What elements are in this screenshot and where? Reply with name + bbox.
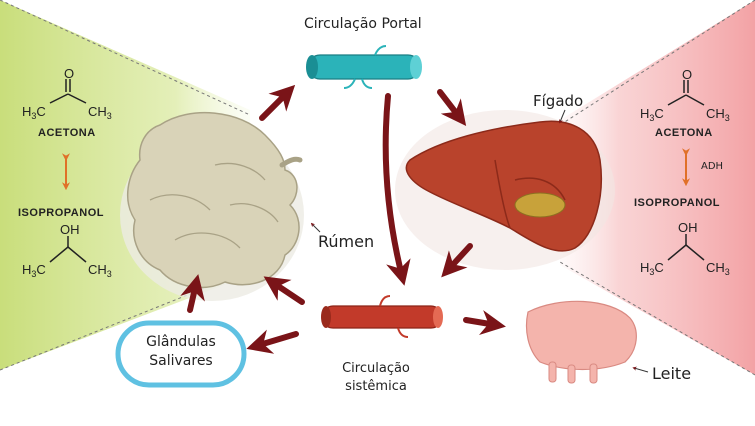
- right-acetone-ch3: CH3: [706, 106, 730, 123]
- milk-label: Leite: [652, 364, 692, 383]
- rumen-pointer: [310, 222, 321, 233]
- liver-organ: [395, 110, 615, 270]
- adh-enzyme-label: ADH: [701, 161, 724, 172]
- right-isopropanol-h3c: H3C: [640, 260, 664, 277]
- arrow-liver-to-systemic: [441, 243, 473, 278]
- arrow-portal-to-liver: [437, 89, 467, 126]
- udder-organ: [525, 300, 637, 384]
- milk-pointer: [632, 366, 649, 373]
- salivary-glands-line1: Glândulas: [146, 334, 216, 350]
- left-acetone-h3c: H3C: [22, 104, 46, 121]
- portal-vein: [306, 45, 422, 89]
- liver-pointer: [559, 109, 566, 124]
- arrow-rumen-to-portal: [259, 84, 296, 121]
- right-acetone-h3c: H3C: [640, 106, 664, 123]
- right-isopropanol-label: ISOPROPANOL: [634, 197, 720, 209]
- liver-label: Fígado: [533, 92, 584, 110]
- left-acetone-label: ACETONA: [38, 127, 96, 139]
- portal-circulation-label: Circulação Portal: [304, 16, 422, 32]
- left-isopropanol-oh: OH: [60, 222, 80, 237]
- arrow-systemic-to-rumen: [263, 276, 305, 305]
- systemic-circulation-line1: Circulação: [342, 361, 410, 376]
- rumen-organ: [120, 111, 304, 301]
- left-isopropanol-structure: OH H3C CH3: [22, 222, 112, 279]
- salivary-glands-box: [115, 320, 247, 388]
- right-wash-edge-bottom: [559, 261, 755, 376]
- right-acetone-oxygen: O: [682, 67, 692, 82]
- right-isopropanol-structure: OH H3C CH3: [640, 220, 730, 277]
- right-isopropanol-oh: OH: [678, 220, 698, 235]
- right-isopropanol-ch3: CH3: [706, 260, 730, 277]
- left-acetone-oxygen: O: [64, 66, 74, 81]
- rumen-label: Rúmen: [318, 232, 375, 251]
- left-acetone-ch3: CH3: [88, 104, 112, 121]
- arrow-systemic-to-milk: [463, 310, 506, 335]
- left-isopropanol-ch3: CH3: [88, 262, 112, 279]
- systemic-circulation-line2: sistêmica: [345, 379, 407, 394]
- right-wash-edge-top: [559, 0, 755, 126]
- left-acetone-structure: O H3C CH3: [22, 66, 112, 121]
- flow-arrows: [180, 84, 506, 354]
- left-isopropanol-h3c: H3C: [22, 262, 46, 279]
- arrow-portal-to-systemic: [382, 93, 411, 286]
- left-wash-edge-top: [0, 0, 251, 116]
- left-isopropanol-label: ISOPROPANOL: [18, 207, 104, 219]
- salivary-glands-line2: Salivares: [149, 353, 213, 369]
- right-acetone-structure: O H3C CH3: [640, 67, 730, 123]
- salivary-glands-label: Glândulas Salivares: [136, 333, 226, 371]
- right-pink-wash: [560, 0, 755, 375]
- systemic-vein: [321, 295, 443, 338]
- arrow-systemic-to-salivary: [246, 329, 299, 354]
- arrow-salivary-to-rumen: [180, 274, 205, 313]
- right-acetone-label: ACETONA: [655, 127, 713, 139]
- systemic-circulation-label: Circulação sistêmica: [336, 360, 416, 396]
